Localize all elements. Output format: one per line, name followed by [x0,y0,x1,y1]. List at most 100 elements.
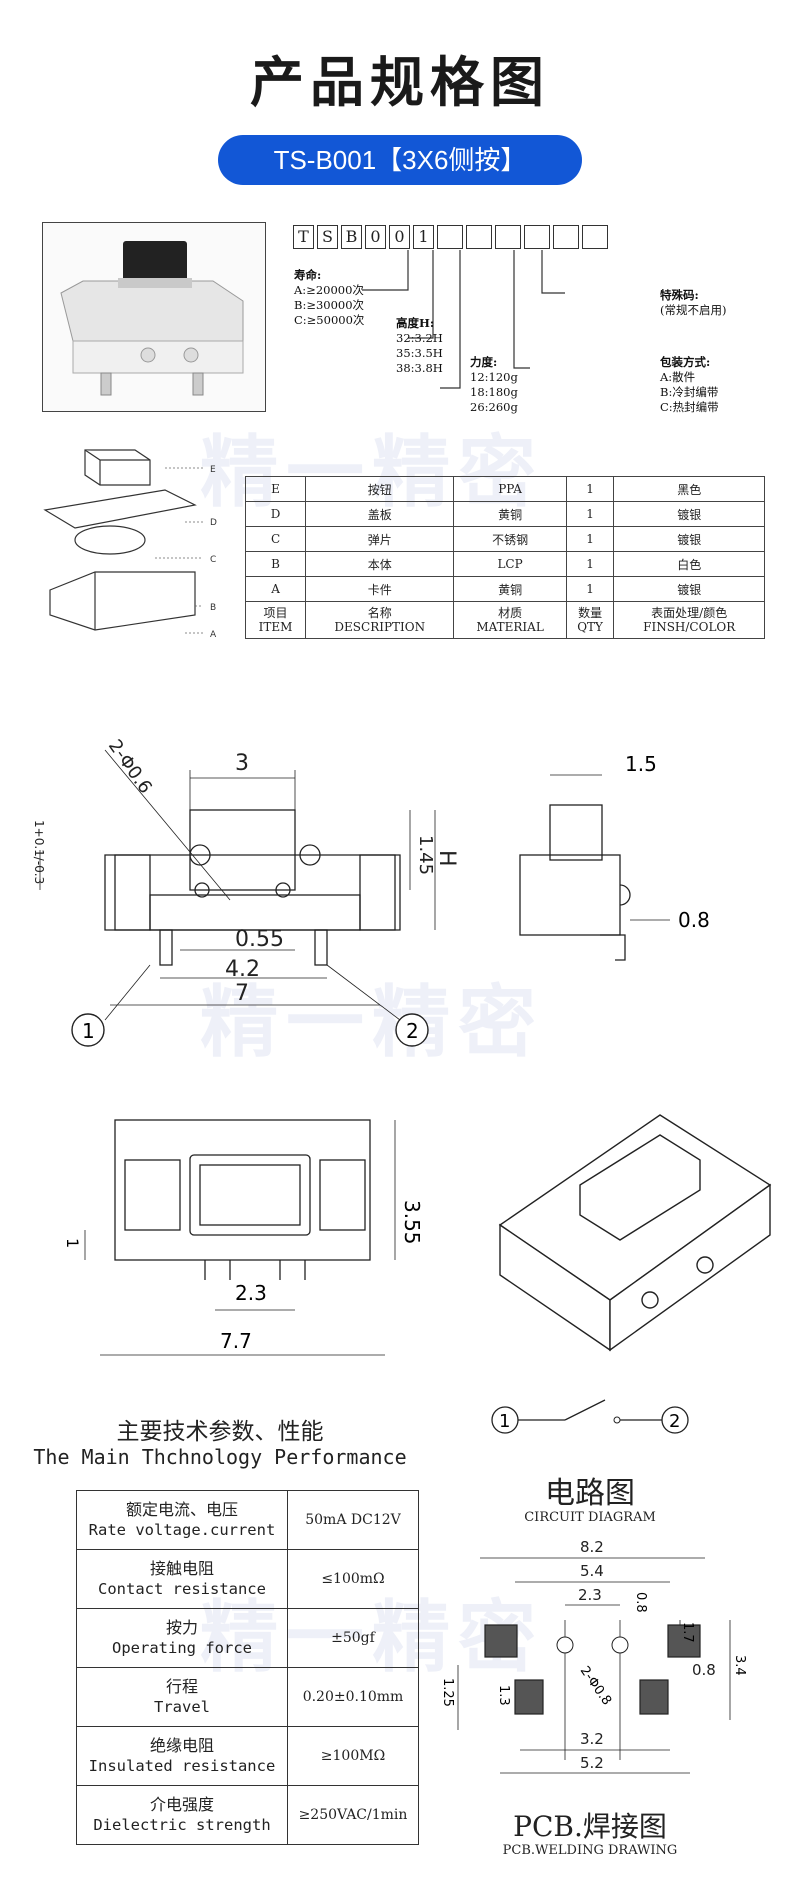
dim-7-7: 7.7 [220,1329,252,1353]
code-blank-box [437,225,463,249]
dim-0-8: 0.8 [678,908,710,932]
code-char-box: T [293,225,314,249]
bom-cell: 不锈钢 [453,526,567,552]
performance-row: 行程 Travel 0.20±0.10mm [76,1667,419,1727]
side-view-drawing: 1.5 0.8 [519,752,710,961]
bom-cell: 本体 [305,551,455,577]
pcb-subtitle: PCB.WELDING DRAWING [502,1843,678,1858]
bom-cell: C [244,526,307,552]
dim-holes: 2-Φ0.6 [104,736,156,798]
pcb-dim-3-4: 3.4 [732,1655,747,1676]
performance-value-cell: ≥100MΩ [287,1726,419,1786]
bom-cell: 盖板 [305,501,455,527]
special-code-annotation: 特殊码: (常规不启用) [660,288,727,317]
bom-header-en: DESCRIPTION [334,620,426,634]
pcb-dim-0-8b: 0.8 [692,1661,716,1679]
bom-cell: E [244,476,307,502]
performance-value-cell: ±50gf [287,1608,419,1668]
performance-name-en: Insulated resistance [88,1757,276,1775]
dim-h: H [434,850,459,867]
bom-cell: 1 [565,501,615,527]
code-char-box: 1 [413,225,434,249]
top-view-drawing: 3.55 1 2.3 7.7 [63,1119,424,1356]
dim-1-5: 1.5 [625,752,657,776]
bom-cell: 镀银 [613,526,765,552]
isometric-view-drawing [498,1114,772,1352]
bom-cell: 黑色 [613,476,765,502]
bom-header-en: FINSH/COLOR [643,620,736,634]
performance-name-cn: 行程 [165,1677,198,1696]
pcb-title: PCB.焊接图 [513,1810,667,1843]
pcb-dim-0-8a: 0.8 [633,1592,648,1613]
bom-cell: 白色 [613,551,765,577]
pcb-welding-drawing: 8.2 5.4 2.3 3.2 5.2 0.8 0.8 1.7 3.4 1.25… [440,1538,747,1774]
code-char-box: 0 [389,225,410,249]
bom-header-en: ITEM [258,620,293,634]
performance-value-cell: 50mA DC12V [287,1490,419,1550]
bom-cell: 卡件 [305,576,455,602]
dim-tolerance: 1+0.1/-0.3 [32,820,46,884]
height-annotation: 高度H: 32:3.2H 35:3.5H 38:3.8H [396,316,443,375]
performance-title: 主要技术参数、性能 [116,1419,324,1445]
bom-header-cn: 名称 [367,606,392,620]
dim-1-45: 1.45 [415,835,436,875]
dim-7: 7 [235,981,249,1006]
bom-cell: 黄铜 [453,501,567,527]
performance-value-cell: ≥250VAC/1min [287,1785,419,1845]
performance-name-en: Contact resistance [98,1580,266,1598]
pcb-dim-5-4: 5.4 [580,1562,604,1580]
bom-header-cn: 表面处理/颜色 [651,606,728,620]
model-badge: TS-B001【3X6侧按】 [218,135,582,185]
pcb-dim-1-3: 1.3 [496,1685,511,1706]
label-b: B [210,603,216,613]
bom-header-cn: 数量 [578,606,603,620]
bom-cell: 黄铜 [453,576,567,602]
bom-cell: B [244,551,307,577]
dim-2-3: 2.3 [235,1281,267,1305]
dim-3: 3 [235,751,249,776]
code-leader-lines [362,250,565,389]
performance-name-en: Travel [154,1698,210,1716]
performance-value-cell: 0.20±0.10mm [287,1667,419,1727]
watermark: 精一精密 [200,978,545,1068]
circuit-diagram: 1 2 [491,1399,689,1434]
code-blank-box [524,225,550,249]
marker-1: 1 [82,1019,95,1043]
bom-cell: 按钮 [305,476,455,502]
page-title: 产品规格图 [250,51,550,114]
bom-header-cn: 项目 [263,606,288,620]
pcb-dim-1-25: 1.25 [440,1678,455,1707]
bom-cell: 1 [565,576,615,602]
code-blank-box [582,225,608,249]
label-e: E [210,465,216,475]
bom-cell: 1 [565,551,615,577]
dim-0-55: 0.55 [235,927,284,952]
label-c: C [210,555,216,565]
circuit-subtitle: CIRCUIT DIAGRAM [524,1510,656,1525]
performance-value-cell: ≤100mΩ [287,1549,419,1609]
pcb-dim-3-2: 3.2 [580,1730,604,1748]
code-char-box: S [317,225,338,249]
bom-cell: 1 [565,476,615,502]
bom-cell: LCP [453,551,567,577]
